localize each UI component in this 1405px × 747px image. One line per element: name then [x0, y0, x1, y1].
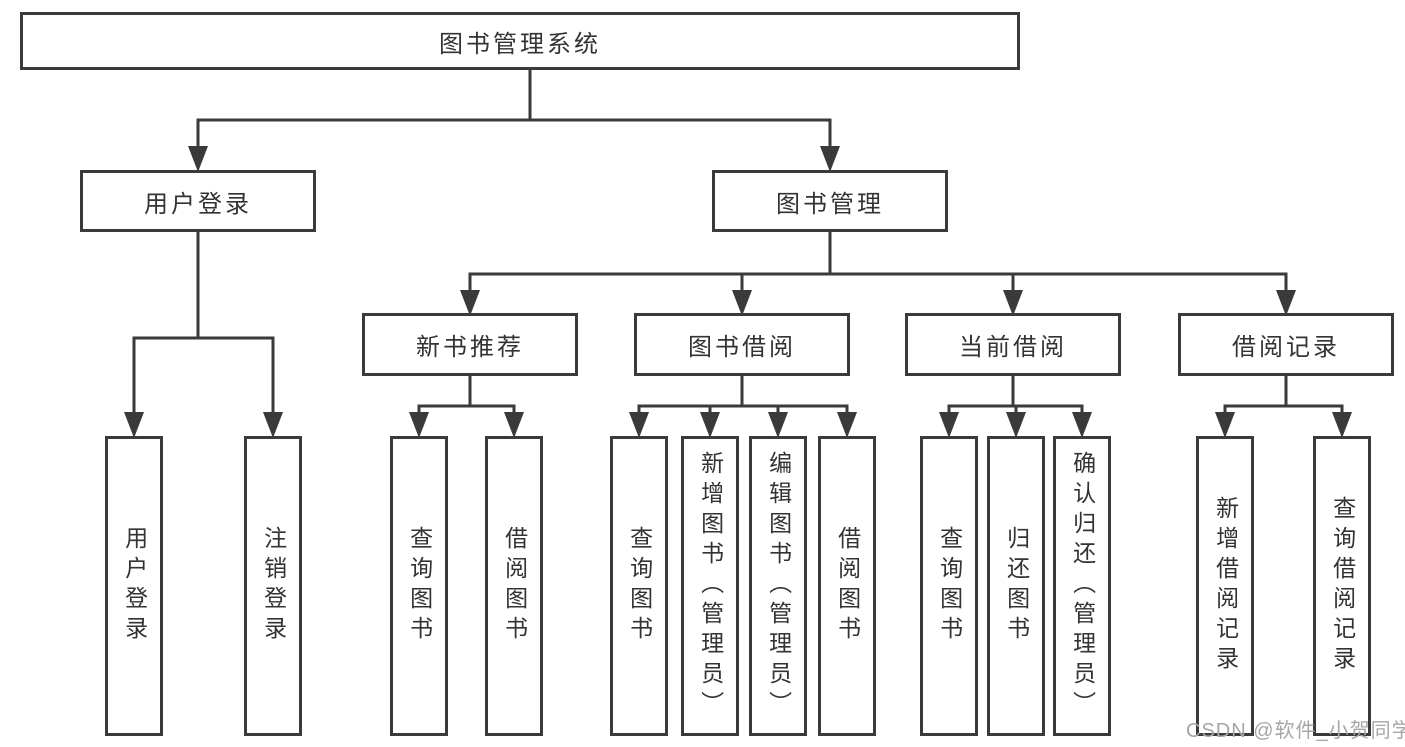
- node-user-login: 用户登录: [80, 170, 316, 232]
- leaf-current-query-book-label: 查询图书: [936, 526, 963, 646]
- node-new-book-recommend-label: 新书推荐: [416, 334, 524, 361]
- leaf-current-query-book: 查询图书: [920, 436, 978, 736]
- node-borrow-records: 借阅记录: [1178, 313, 1394, 376]
- leaf-record-add-record-label: 新增借阅记录: [1212, 496, 1239, 676]
- leaf-record-query-record-label: 查询借阅记录: [1329, 496, 1356, 676]
- leaf-borrow-query-book-label: 查询图书: [626, 526, 653, 646]
- leaf-borrow-edit-book-admin-label: 编辑图书（管理员）: [765, 451, 792, 721]
- node-borrow-records-label: 借阅记录: [1232, 334, 1340, 361]
- node-new-book-recommend: 新书推荐: [362, 313, 578, 376]
- node-current-borrow: 当前借阅: [905, 313, 1121, 376]
- leaf-borrow-edit-book-admin: 编辑图书（管理员）: [749, 436, 807, 736]
- leaf-recommend-borrow-book: 借阅图书: [485, 436, 543, 736]
- leaf-logout-label: 注销登录: [260, 526, 287, 646]
- leaf-current-return-book: 归还图书: [987, 436, 1045, 736]
- leaf-recommend-query-book-label: 查询图书: [406, 526, 433, 646]
- leaf-borrow-borrow-book: 借阅图书: [818, 436, 876, 736]
- leaf-borrow-borrow-book-label: 借阅图书: [834, 526, 861, 646]
- leaf-borrow-query-book: 查询图书: [610, 436, 668, 736]
- leaf-current-return-book-label: 归还图书: [1003, 526, 1030, 646]
- node-user-login-label: 用户登录: [144, 190, 252, 218]
- node-book-management-label: 图书管理: [776, 190, 884, 218]
- node-root-label: 图书管理系统: [439, 30, 601, 58]
- leaf-user-login-label: 用户登录: [121, 526, 148, 646]
- leaf-borrow-add-book-admin-label: 新增图书（管理员）: [697, 451, 724, 721]
- node-root-system: 图书管理系统: [20, 12, 1020, 70]
- leaf-record-add-record: 新增借阅记录: [1196, 436, 1254, 736]
- leaf-borrow-add-book-admin: 新增图书（管理员）: [681, 436, 739, 736]
- leaf-current-confirm-return-admin-label: 确认归还（管理员）: [1069, 451, 1096, 721]
- node-book-management: 图书管理: [712, 170, 948, 232]
- csdn-watermark: CSDN @软件_小贺同学: [1186, 720, 1405, 742]
- leaf-recommend-borrow-book-label: 借阅图书: [501, 526, 528, 646]
- leaf-record-query-record: 查询借阅记录: [1313, 436, 1371, 736]
- node-book-borrow-label: 图书借阅: [688, 334, 796, 361]
- leaf-current-confirm-return-admin: 确认归还（管理员）: [1053, 436, 1111, 736]
- node-current-borrow-label: 当前借阅: [959, 334, 1067, 361]
- leaf-logout: 注销登录: [244, 436, 302, 736]
- leaf-recommend-query-book: 查询图书: [390, 436, 448, 736]
- node-book-borrow: 图书借阅: [634, 313, 850, 376]
- leaf-user-login: 用户登录: [105, 436, 163, 736]
